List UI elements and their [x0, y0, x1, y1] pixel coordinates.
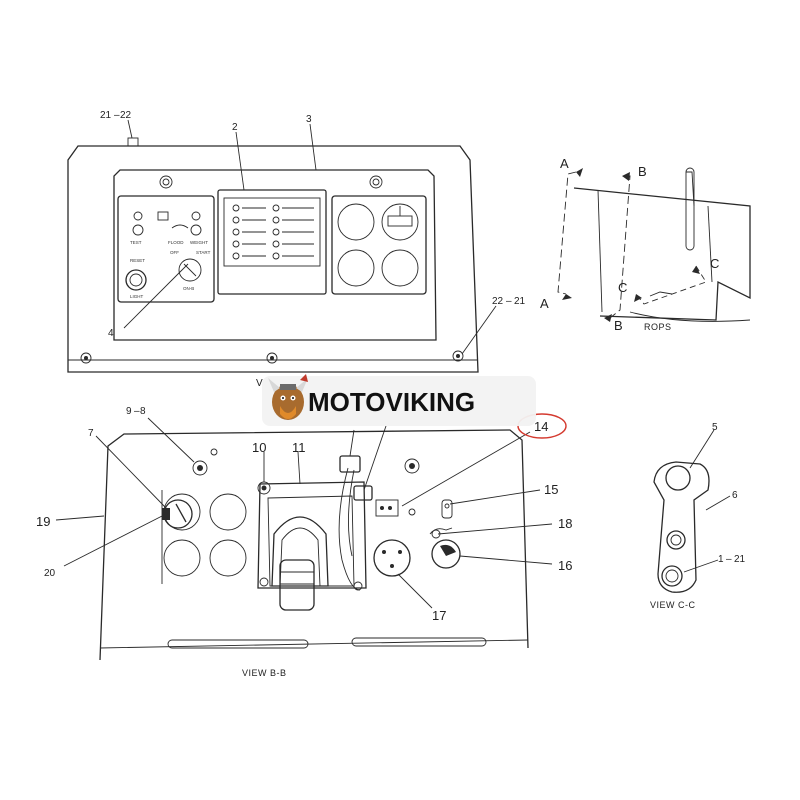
switch-label-key: ON-B [183, 286, 194, 291]
svg-text:–: – [726, 554, 732, 565]
section-label-a: A [540, 296, 549, 311]
gauge-icon [381, 203, 419, 241]
callout-6: 6 [732, 490, 738, 501]
callout-21: 21 [100, 110, 112, 121]
callout-22: 22 [120, 110, 132, 121]
switch-label-off: OFF [170, 250, 179, 255]
view-bb: V 9 – 8 7 10 11 14 15 18 16 17 19 20 VIE… [36, 378, 572, 678]
bushing-icon [665, 465, 691, 491]
callout-22: 22 [492, 296, 504, 307]
watermark-banner: MOTOVIKING [262, 374, 536, 426]
view-cc: 5 6 1 – 21 VIEW C-C [650, 422, 746, 610]
bolt-icon [661, 565, 683, 587]
svg-text:–: – [134, 406, 140, 417]
callout-21: 21 [734, 554, 746, 565]
callout-19: 19 [36, 514, 50, 529]
top-dashboard-panel: TEST FLOOD WEIGHT OFF START ON-B RESET L… [67, 110, 526, 373]
gauge-icon [431, 539, 461, 569]
gauge-icon [163, 539, 201, 577]
switch-label-light: LIGHT [130, 294, 144, 299]
view-title-bb: VIEW B-B [242, 668, 287, 678]
switch-label-flood: FLOOD [168, 240, 184, 245]
section-label-b: B [614, 318, 623, 333]
reset-button-icon [125, 269, 147, 291]
key-switch-icon [178, 258, 202, 282]
switch-block-icon [375, 499, 399, 517]
rops-label: ROPS [644, 322, 672, 332]
callout-15: 15 [544, 482, 558, 497]
callout-8: 8 [140, 406, 146, 417]
callout-14: 14 [534, 419, 548, 434]
rotary-switch-icon [162, 499, 193, 529]
callout-10: 10 [252, 440, 266, 455]
steering-column-icon [279, 559, 315, 611]
viking-mascot-icon [268, 374, 308, 420]
callout-16: 16 [558, 558, 572, 573]
gauge-icon [209, 493, 247, 531]
callout-5: 5 [712, 422, 718, 433]
callout-18: 18 [558, 516, 572, 531]
gauge-icon [337, 203, 375, 241]
section-label-b: B [638, 164, 647, 179]
view-marker: V [256, 378, 263, 389]
svg-text:–: – [114, 110, 120, 121]
brand-name: MOTOVIKING [308, 387, 475, 417]
switch-label-test: TEST [130, 240, 142, 245]
gauge-icon [337, 249, 375, 287]
connector-icon [339, 455, 361, 473]
switch-icon [132, 211, 202, 236]
callout-11: 11 [292, 440, 306, 455]
callout-20: 20 [44, 568, 56, 579]
section-label-a: A [560, 156, 569, 171]
switch-label-start: START [196, 250, 211, 255]
callout-3: 3 [306, 114, 312, 125]
callout-9: 9 [126, 406, 132, 417]
callout-17: 17 [432, 608, 446, 623]
callout-4: 4 [108, 328, 114, 339]
connector-icon [353, 485, 373, 501]
svg-text:–: – [506, 296, 512, 307]
indicator-lights-icon [232, 204, 314, 260]
callout-21: 21 [514, 296, 526, 307]
bushing-icon [666, 530, 686, 550]
switch-label-reset: RESET [130, 258, 145, 263]
rops-section-view: A B A B C C ROPS [540, 156, 751, 333]
callout-2: 2 [232, 122, 238, 133]
gauge-icon [381, 249, 419, 287]
section-label-c: C [618, 280, 627, 295]
section-label-c: C [710, 256, 719, 271]
gauge-icon [373, 539, 411, 577]
callout-1: 1 [718, 554, 724, 565]
switch-icon [441, 499, 453, 519]
view-title-cc: VIEW C-C [650, 600, 696, 610]
callout-7: 7 [88, 428, 94, 439]
switch-label-weight: WEIGHT [190, 240, 208, 245]
gauge-icon [209, 539, 247, 577]
